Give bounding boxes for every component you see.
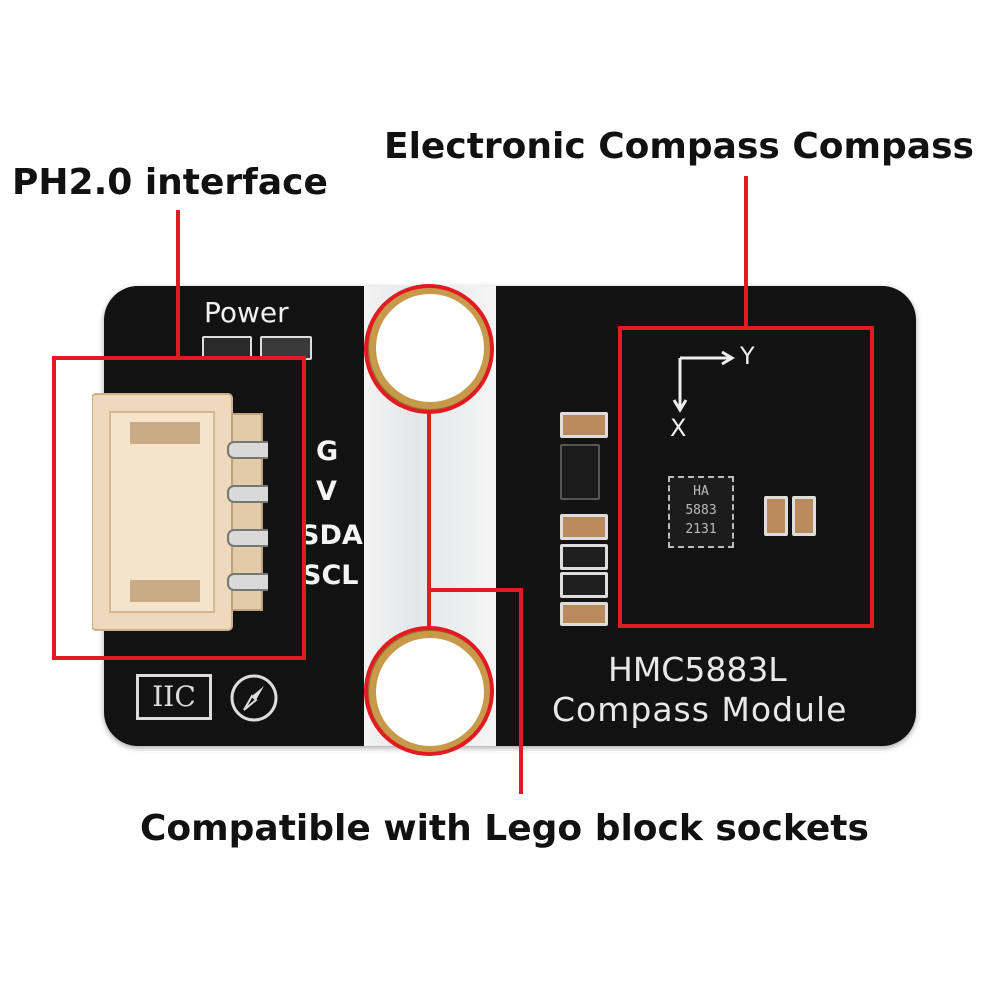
callout-lego-compatible: Compatible with Lego block sockets bbox=[140, 808, 869, 849]
chip-text-line: 5883 bbox=[685, 503, 717, 518]
pin-label-g: G bbox=[316, 436, 339, 467]
smd-capacitor bbox=[560, 602, 608, 626]
smd-capacitor bbox=[560, 514, 608, 540]
callout-ph2-interface: PH2.0 interface bbox=[12, 162, 328, 203]
annotation-box-connector bbox=[52, 356, 306, 660]
module-subtitle: Compass Module bbox=[552, 690, 848, 729]
axis-label-x: X bbox=[670, 414, 687, 442]
iic-badge: IIC bbox=[136, 674, 212, 720]
compass-icon bbox=[230, 674, 278, 722]
annotation-line-compass bbox=[744, 176, 748, 328]
annotation-line-connector bbox=[176, 210, 180, 358]
smd-capacitor bbox=[560, 412, 608, 438]
pin-label-sda: SDA bbox=[300, 520, 363, 551]
annotation-ring-bottom-hole bbox=[364, 626, 494, 756]
axis-label-y: Y bbox=[740, 342, 755, 370]
callout-electronic-compass: Electronic Compass Compass bbox=[384, 126, 974, 167]
smd-resistor bbox=[560, 572, 608, 598]
annotation-box-compass-chip bbox=[618, 326, 874, 628]
annotation-line-lego bbox=[427, 588, 523, 592]
hmc5883l-chip: HA 5883 2131 bbox=[668, 476, 734, 548]
pin-label-v: V bbox=[316, 476, 337, 507]
power-label: Power bbox=[204, 296, 289, 329]
chip-text-line: HA bbox=[693, 484, 709, 499]
chip-capacitor bbox=[792, 496, 816, 536]
axis-arrows-icon bbox=[672, 350, 735, 413]
ph2-connector bbox=[92, 393, 268, 631]
transistor bbox=[560, 444, 600, 500]
pin-label-scl: SCL bbox=[302, 560, 359, 591]
annotation-line-lego bbox=[427, 412, 431, 628]
annotation-ring-top-hole bbox=[364, 284, 494, 414]
module-title: HMC5883L bbox=[608, 650, 787, 689]
chip-text-line: 2131 bbox=[685, 522, 717, 537]
annotation-line-lego bbox=[519, 588, 523, 794]
smd-resistor bbox=[560, 544, 608, 570]
chip-capacitor bbox=[764, 496, 788, 536]
